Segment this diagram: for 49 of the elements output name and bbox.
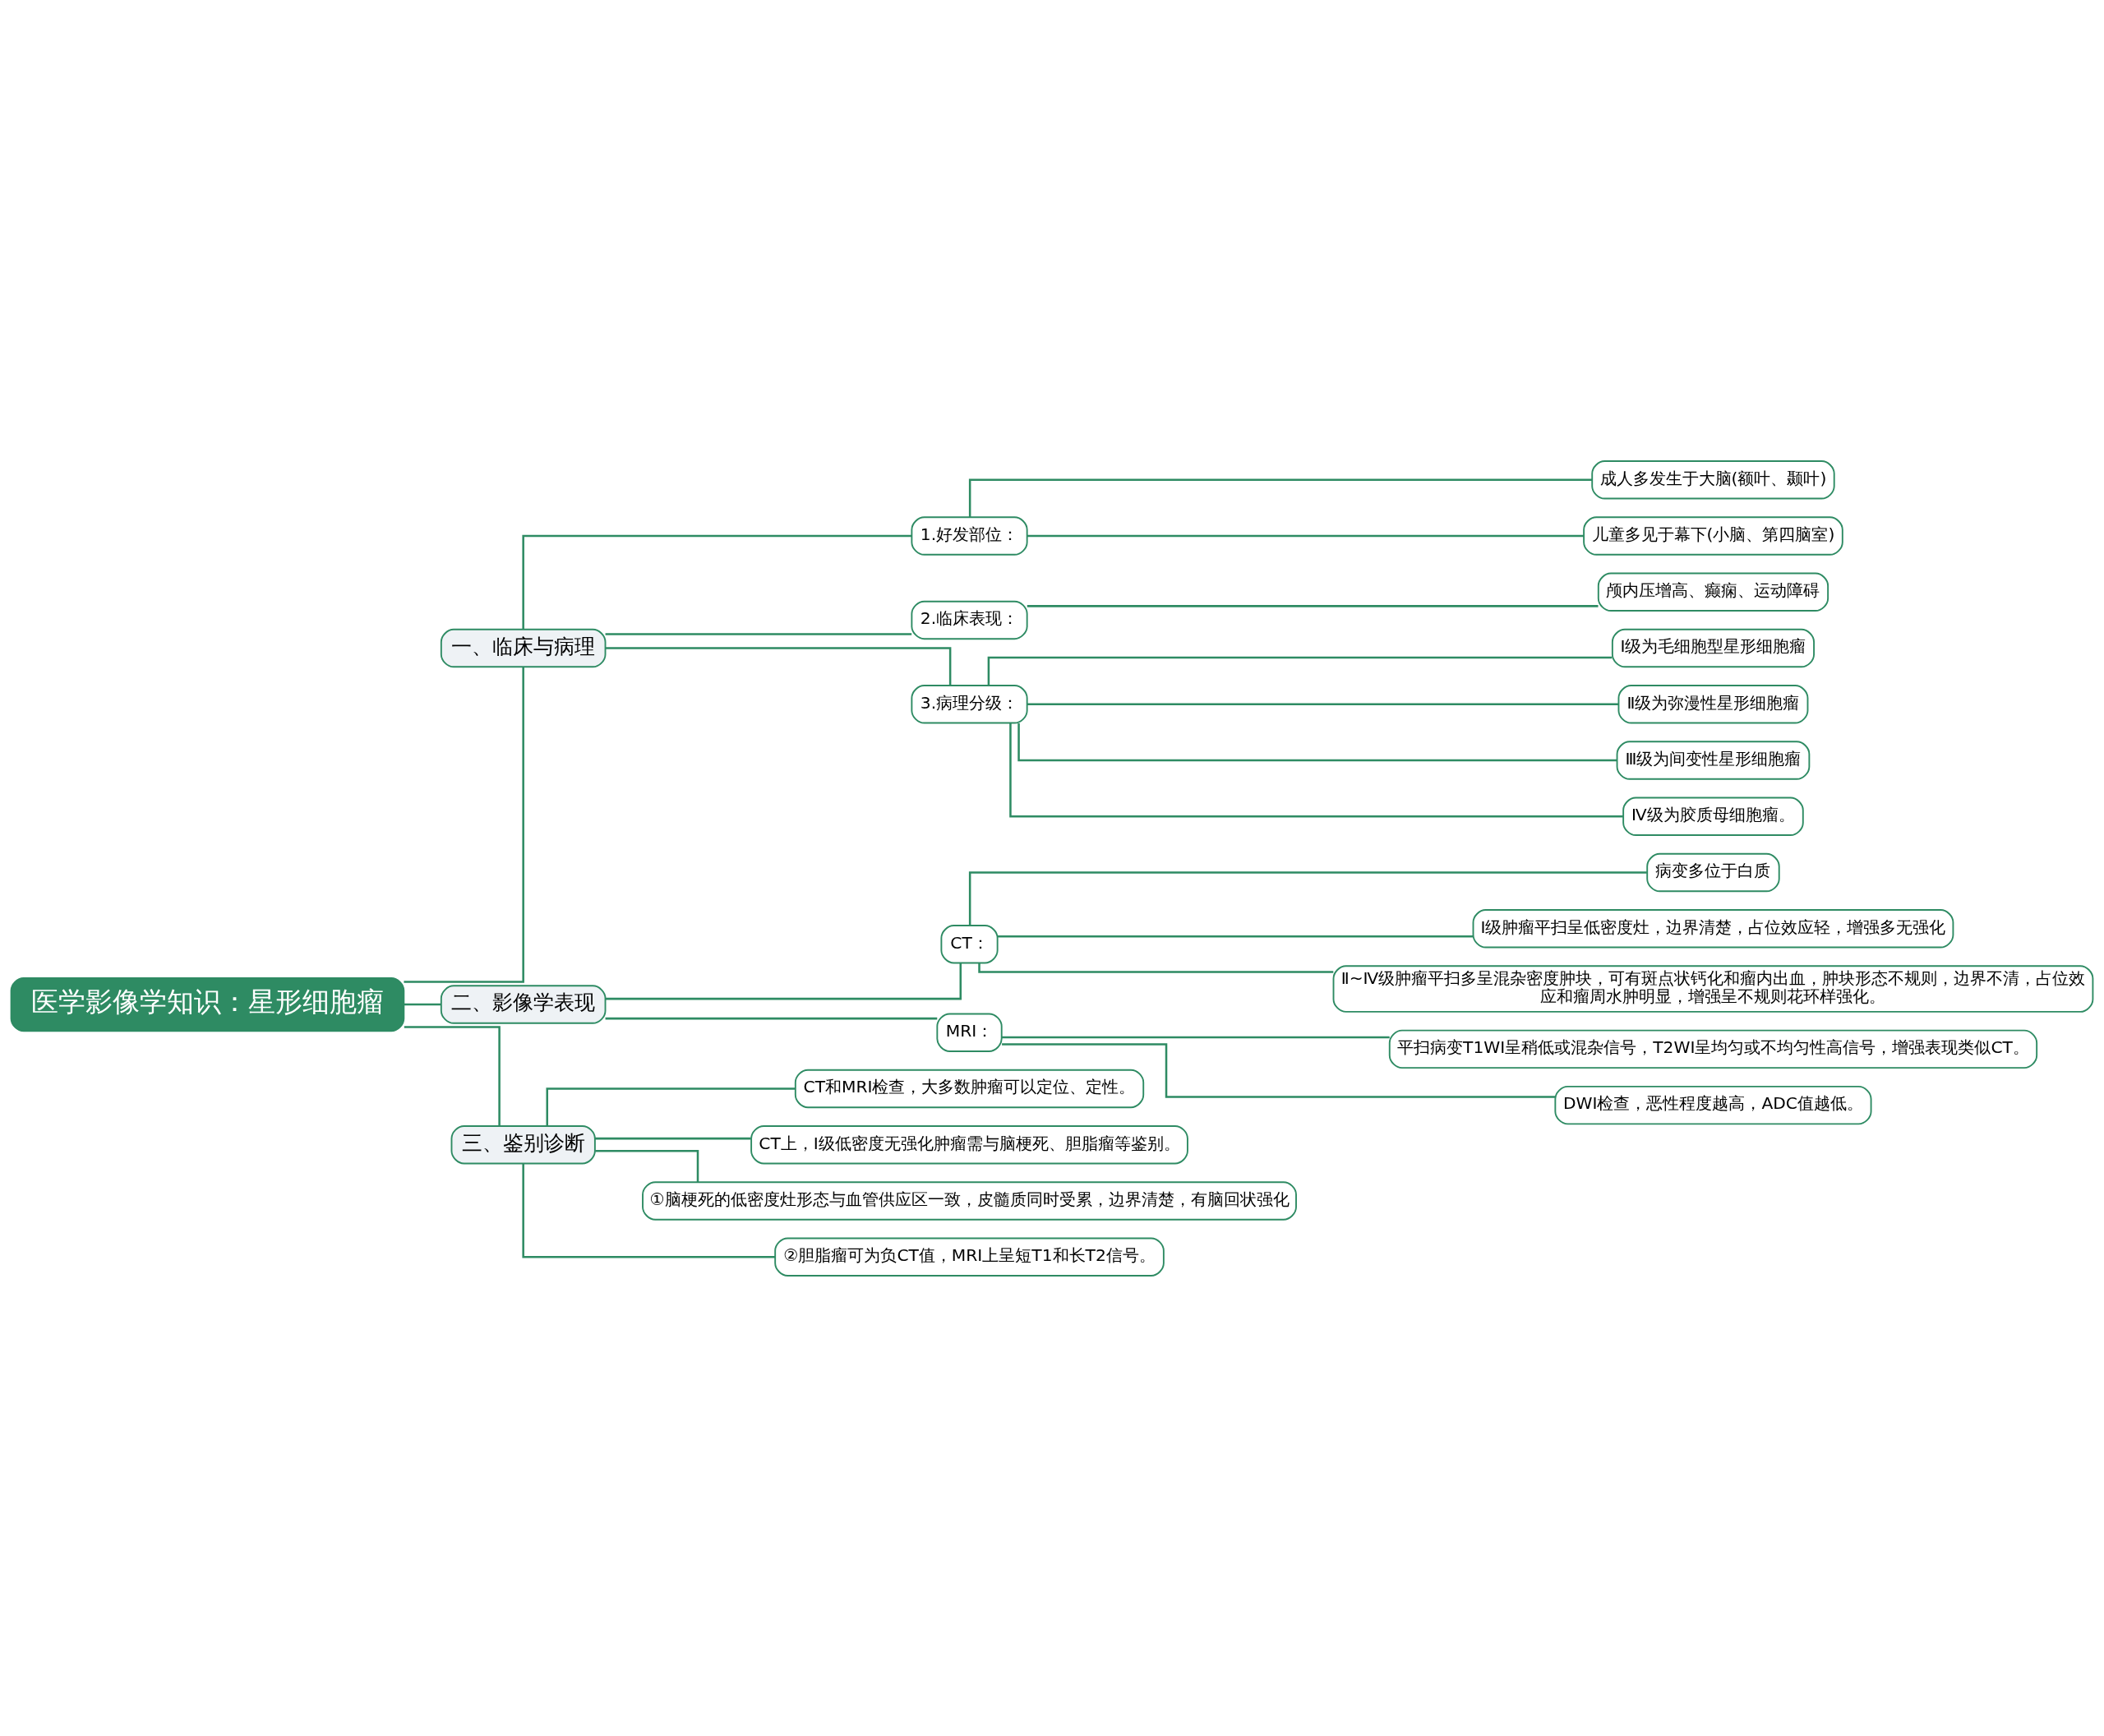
node-box: CT上，Ⅰ级低密度无强化肿瘤需与脑梗死、胆脂瘤等鉴别。 xyxy=(750,1124,1188,1164)
node-box: CT： xyxy=(940,924,999,963)
connector xyxy=(987,656,1613,686)
node-box: 3.病理分级： xyxy=(911,684,1028,723)
connector xyxy=(605,963,962,1000)
connector xyxy=(1009,723,1623,818)
node-box: 颅内压增高、癫痫、运动障碍 xyxy=(1597,572,1829,612)
node-box: 成人多发生于大脑(额叶、颞叶) xyxy=(1591,459,1835,499)
node-box: MRI： xyxy=(936,1013,1003,1052)
connector xyxy=(404,1003,441,1005)
node-box: 二、影像学表现 xyxy=(440,984,607,1024)
node-box: 医学影像学知识：星形细胞瘤 xyxy=(10,976,405,1032)
connector xyxy=(1027,534,1584,537)
node-box: Ⅳ级为胶质母细胞瘤。 xyxy=(1622,796,1804,836)
connector xyxy=(605,632,912,635)
connector xyxy=(1017,723,1617,761)
node-box: Ⅲ级为间变性星形细胞瘤 xyxy=(1616,740,1811,780)
node-box: 三、鉴别诊断 xyxy=(450,1124,596,1164)
node-box: DWI检查，恶性程度越高，ADC值越低。 xyxy=(1554,1085,1872,1124)
node-box: 2.临床表现： xyxy=(911,600,1028,639)
connector xyxy=(594,1137,751,1139)
connector xyxy=(1027,703,1619,705)
connector xyxy=(968,478,1593,517)
node-box: 平扫病变T1WI呈稍低或混杂信号，T2WI呈均匀或不均匀性高信号，增强表现类似CT。 xyxy=(1388,1029,2038,1069)
node-box: Ⅰ级为毛细胞型星形细胞瘤 xyxy=(1611,628,1815,667)
connector xyxy=(546,1087,796,1126)
connector xyxy=(404,1025,501,1126)
connector xyxy=(978,963,1334,973)
node-box: 病变多位于白质 xyxy=(1646,852,1780,892)
node-box: ②胆脂瘤可为负CT值，MRI上呈短T1和长T2信号。 xyxy=(774,1237,1165,1277)
node-box: 一、临床与病理 xyxy=(440,628,607,667)
node-box: CT和MRI检查，大多数肿瘤可以定位、定性。 xyxy=(794,1069,1145,1108)
node-box: ①脑梗死的低密度灶形态与血管供应区一致，皮髓质同时受累，边界清楚，有脑回状强化 xyxy=(642,1180,1297,1221)
connector xyxy=(1002,1042,1555,1098)
connector xyxy=(605,1017,938,1019)
connector xyxy=(968,870,1647,926)
connector xyxy=(1027,604,1599,607)
node-box: 1.好发部位： xyxy=(911,515,1028,556)
connector xyxy=(605,646,952,686)
node-box: Ⅱ~Ⅳ级肿瘤平扫多呈混杂密度肿块，可有斑点状钙化和瘤内出血，肿块形态不规则，边界不清，占位效应和瘤周水肿明显，增强呈不规则花环样强化。 xyxy=(1332,964,2094,1013)
node-box: Ⅰ级肿瘤平扫呈低密度灶，边界清楚，占位效应轻，增强多无强化 xyxy=(1472,908,1954,948)
connector xyxy=(1002,1036,1390,1038)
connector xyxy=(522,534,912,629)
node-box: 儿童多见于幕下(小脑、第四脑室) xyxy=(1583,515,1843,556)
node-box: Ⅱ级为弥漫性星形细胞瘤 xyxy=(1617,684,1809,723)
connector xyxy=(522,1163,775,1258)
connector xyxy=(404,667,524,983)
connector xyxy=(595,1149,699,1182)
connector xyxy=(997,935,1474,938)
